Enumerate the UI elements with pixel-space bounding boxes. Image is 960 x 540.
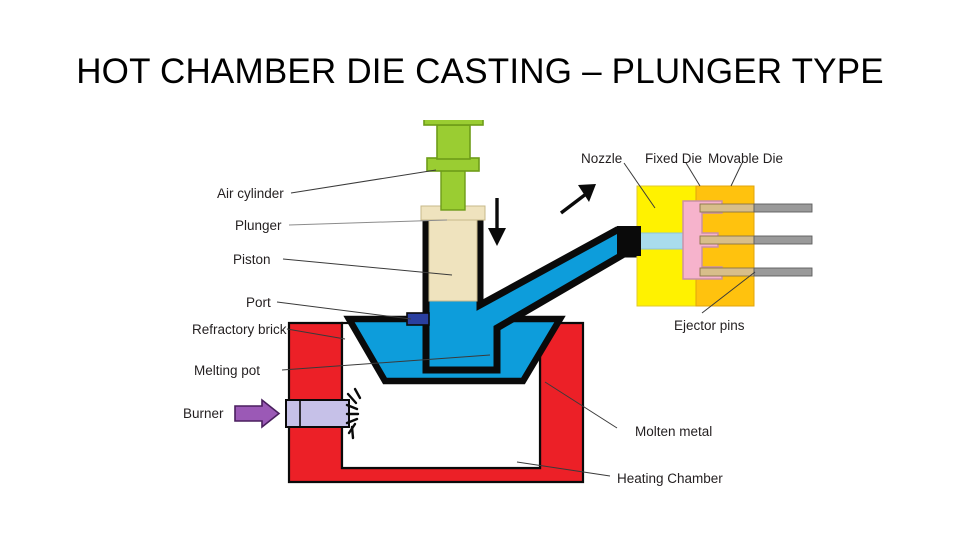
label-port: Port bbox=[246, 295, 271, 310]
label-ejector-pins: Ejector pins bbox=[674, 318, 745, 333]
piston-shape bbox=[420, 205, 486, 302]
label-molten-metal: Molten metal bbox=[635, 424, 712, 439]
label-movable-die: Movable Die bbox=[708, 151, 783, 166]
diagram-svg: Air cylinder Plunger Piston Port Refract… bbox=[183, 120, 813, 486]
burner-arrow-icon bbox=[234, 398, 281, 429]
label-refractory-brick: Refractory brick bbox=[192, 322, 287, 337]
port-shape bbox=[406, 312, 430, 326]
leader-lines bbox=[276, 162, 756, 477]
die-casting-diagram: Air cylinder Plunger Piston Port Refract… bbox=[0, 120, 960, 500]
label-heating-chamber: Heating Chamber bbox=[617, 471, 723, 486]
ejector-pin-group bbox=[699, 203, 813, 277]
label-nozzle: Nozzle bbox=[581, 151, 622, 166]
flame-spark-icon bbox=[345, 387, 362, 440]
label-burner: Burner bbox=[183, 406, 224, 421]
nozzle-shape bbox=[617, 226, 641, 256]
die-block bbox=[636, 185, 813, 307]
label-plunger: Plunger bbox=[235, 218, 282, 233]
burner-assembly bbox=[234, 387, 362, 440]
label-fixed-die: Fixed Die bbox=[645, 151, 702, 166]
diagonal-arrow-icon bbox=[559, 184, 596, 215]
label-melting-pot: Melting pot bbox=[194, 363, 260, 378]
label-air-cylinder: Air cylinder bbox=[217, 186, 284, 201]
down-arrow-icon bbox=[488, 198, 506, 246]
label-piston: Piston bbox=[233, 252, 271, 267]
air-cylinder-shape bbox=[423, 120, 484, 172]
plunger-rod-shape bbox=[440, 167, 466, 211]
diagram-labels: Air cylinder Plunger Piston Port Refract… bbox=[183, 151, 783, 486]
page-title: HOT CHAMBER DIE CASTING – PLUNGER TYPE bbox=[76, 52, 884, 91]
